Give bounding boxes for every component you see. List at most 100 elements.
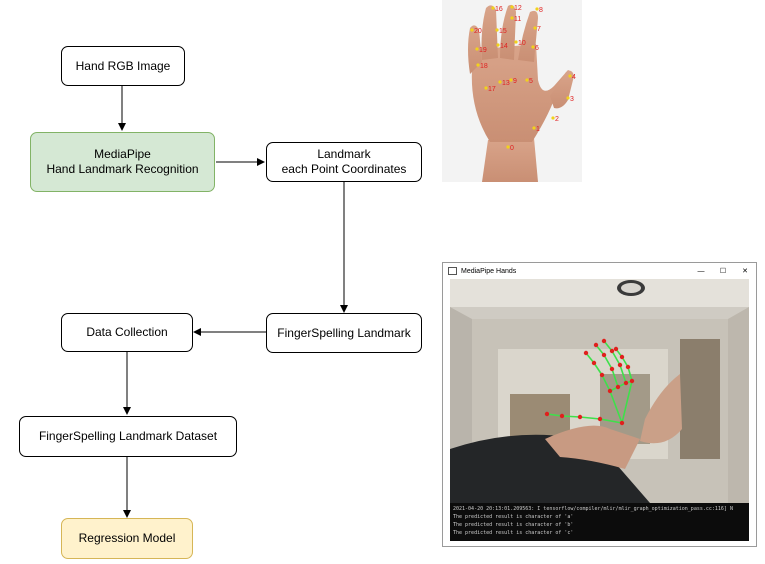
skeleton-joint — [544, 411, 550, 417]
landmark-number: 10 — [518, 40, 526, 47]
landmark-point — [535, 7, 539, 11]
landmark-point — [551, 116, 555, 120]
skeleton-joint — [607, 388, 613, 394]
landmark-number: 3 — [570, 96, 574, 103]
skeleton-bone — [611, 350, 621, 366]
landmark-point — [510, 16, 514, 20]
node-fingerspelling-landmark: FingerSpelling Landmark — [266, 313, 422, 353]
skeleton-bone — [611, 368, 619, 388]
skeleton-joint — [619, 354, 625, 360]
skeleton-joint — [609, 366, 615, 372]
landmark-point — [531, 45, 535, 49]
skeleton-bone — [579, 416, 601, 420]
skeleton-joint — [623, 380, 629, 386]
node-hand-rgb-image-label: Hand RGB Image — [75, 58, 171, 73]
skeleton-joint — [601, 352, 607, 358]
node-data-collection: Data Collection — [61, 313, 193, 352]
maximize-button[interactable]: ☐ — [719, 268, 727, 275]
landmark-point — [525, 78, 529, 82]
landmark-number: 13 — [502, 80, 510, 87]
skeleton-joint — [583, 350, 589, 356]
landmark-number: 16 — [495, 6, 503, 13]
console-output: 2021-04-20 20:13:01.209563: I tensorflow… — [450, 503, 749, 541]
skeleton-joint — [613, 346, 619, 352]
console-line: 2021-04-20 20:13:01.209563: I tensorflow… — [453, 506, 733, 512]
skeleton-bone — [601, 374, 611, 392]
camera-feed — [450, 279, 749, 503]
skeleton-bone — [599, 418, 623, 424]
skeleton-joint — [577, 414, 583, 420]
console-line: The predicted result is character of 'a' — [453, 514, 574, 520]
landmark-number: 17 — [488, 86, 496, 93]
skeleton-joint — [615, 384, 621, 390]
window-title: MediaPipe Hands — [461, 267, 517, 275]
skeleton-bone — [609, 390, 623, 424]
minimize-button[interactable]: — — [697, 267, 705, 275]
landmark-number: 4 — [572, 74, 576, 81]
landmark-point — [532, 126, 536, 130]
skeleton-joint — [559, 413, 565, 419]
node-regression-model-label: Regression Model — [78, 531, 176, 545]
landmark-point — [566, 96, 570, 100]
skeleton-bone — [621, 380, 633, 424]
landmark-number: 20 — [474, 28, 482, 35]
landmark-point — [568, 74, 572, 78]
landmark-point — [533, 26, 537, 30]
skeleton-joint — [619, 420, 625, 426]
landmark-point — [495, 28, 499, 32]
console-line: The predicted result is character of 'c' — [453, 530, 574, 536]
landmark-number: 1 — [536, 126, 540, 133]
skeleton-joint — [625, 364, 631, 370]
window-titlebar[interactable]: MediaPipe Hands — ☐ ✕ — [443, 263, 756, 279]
landmark-point — [475, 47, 479, 51]
skeleton-bone — [546, 413, 563, 417]
app-icon — [448, 267, 457, 275]
skeleton-joint — [629, 378, 635, 384]
skeleton-joint — [597, 416, 603, 422]
landmark-point — [498, 80, 502, 84]
camera-scene — [450, 279, 749, 503]
node-mediapipe-label: MediaPipe Hand Landmark Recognition — [46, 147, 199, 176]
node-regression-model: Regression Model — [61, 518, 193, 559]
node-landmark-label: Landmark each Point Coordinates — [281, 147, 407, 176]
node-landmark-dataset-label: FingerSpelling Landmark Dataset — [38, 429, 218, 443]
landmark-number: 12 — [514, 5, 522, 12]
skeleton-bone — [627, 366, 633, 382]
landmark-point — [506, 145, 510, 149]
landmark-point — [510, 5, 514, 9]
console-line: The predicted result is character of 'b' — [453, 522, 574, 528]
node-hand-rgb-image: Hand RGB Image — [61, 46, 185, 86]
landmark-number: 2 — [555, 116, 559, 123]
landmark-number: 5 — [529, 78, 533, 85]
node-data-collection-label: Data Collection — [86, 325, 168, 339]
landmark-number: 19 — [479, 47, 487, 54]
node-landmark-coordinates: Landmark each Point Coordinates — [266, 142, 422, 182]
node-mediapipe: MediaPipe Hand Landmark Recognition — [30, 132, 215, 192]
landmark-point — [470, 28, 474, 32]
landmark-number: 18 — [480, 63, 488, 70]
landmark-number: 6 — [535, 45, 539, 52]
skeleton-bone — [593, 362, 603, 376]
hand-skeleton-overlay — [544, 338, 635, 426]
landmark-number: 14 — [500, 43, 508, 50]
landmark-point — [484, 86, 488, 90]
skeleton-bone — [619, 364, 627, 384]
skeleton-joint — [599, 372, 605, 378]
skeleton-joint — [593, 342, 599, 348]
landmark-number: 8 — [539, 7, 543, 14]
skeleton-bone — [561, 415, 581, 418]
skeleton-joint — [609, 348, 615, 354]
landmark-point — [476, 63, 480, 67]
skeleton-joint — [591, 360, 597, 366]
landmark-number: 15 — [499, 28, 507, 35]
node-landmark-dataset: FingerSpelling Landmark Dataset — [19, 416, 237, 457]
landmark-number: 7 — [537, 26, 541, 33]
skeleton-joint — [617, 362, 623, 368]
landmark-number: 9 — [513, 78, 517, 85]
close-button[interactable]: ✕ — [742, 268, 748, 275]
